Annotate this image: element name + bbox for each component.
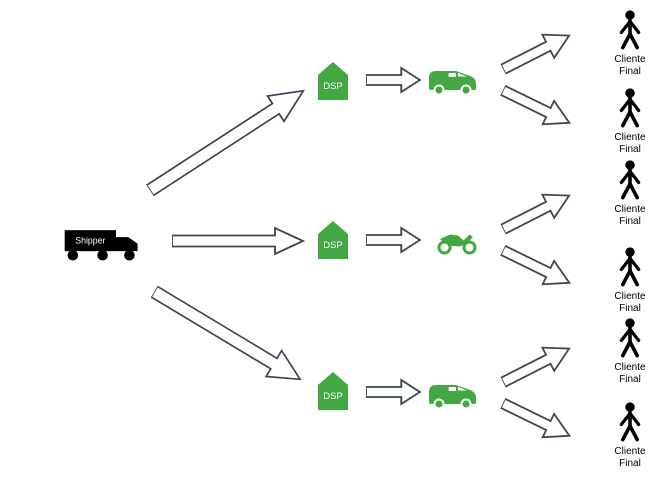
dsp-house-icon: DSP	[318, 372, 348, 410]
person-icon	[619, 160, 641, 200]
person-icon	[619, 10, 641, 50]
client-node-2: Cliente Final	[606, 88, 654, 155]
client-label: Cliente Final	[614, 291, 646, 314]
delivery-motorcycle	[436, 227, 478, 255]
arrow-motorcycle-to-client4	[496, 237, 577, 297]
dsp-node-3: DSP	[318, 372, 348, 410]
dsp-node-1: DSP	[318, 62, 348, 100]
person-icon	[619, 318, 641, 358]
arrow-van1-to-client2	[496, 77, 577, 137]
arrow-shipper-to-dsp3	[146, 277, 311, 395]
person-icon	[619, 402, 641, 442]
delivery-van-2	[427, 376, 479, 410]
arrow-dsp3-to-van2	[366, 378, 422, 406]
svg-text:DSP: DSP	[323, 81, 343, 92]
arrow-dsp2-to-motorcycle	[366, 226, 422, 254]
van-icon	[429, 71, 476, 96]
person-icon	[619, 247, 641, 287]
arrow-van2-to-client6	[496, 390, 577, 450]
dsp-house-icon: DSP	[318, 221, 348, 259]
delivery-van-1	[427, 62, 479, 96]
client-label: Cliente Final	[614, 132, 646, 155]
dsp-house-icon: DSP	[318, 62, 348, 100]
arrow-shipper-to-dsp2	[172, 226, 305, 256]
client-node-6: Cliente Final	[606, 402, 654, 469]
client-label: Cliente Final	[614, 446, 646, 469]
truck-icon: Shipper	[64, 230, 138, 261]
client-label: Cliente Final	[614, 54, 646, 77]
arrow-motorcycle-to-client3	[496, 181, 577, 242]
client-node-3: Cliente Final	[606, 160, 654, 227]
svg-text:DSP: DSP	[323, 240, 343, 251]
client-label: Cliente Final	[614, 204, 646, 227]
shipper-truck: Shipper	[64, 222, 140, 264]
svg-text:DSP: DSP	[323, 391, 343, 402]
client-node-1: Cliente Final	[606, 10, 654, 77]
person-icon	[619, 88, 641, 128]
client-node-5: Cliente Final	[606, 318, 654, 385]
arrow-van2-to-client5	[496, 334, 577, 395]
arrow-van1-to-client1	[496, 21, 577, 82]
arrow-dsp1-to-van1	[366, 66, 422, 94]
shipper-label: Shipper	[75, 236, 105, 246]
van-icon	[429, 385, 476, 410]
dsp-node-2: DSP	[318, 221, 348, 259]
client-label: Cliente Final	[614, 362, 646, 385]
client-node-4: Cliente Final	[606, 247, 654, 314]
arrow-shipper-to-dsp1	[141, 75, 315, 204]
motorcycle-icon	[437, 234, 477, 255]
